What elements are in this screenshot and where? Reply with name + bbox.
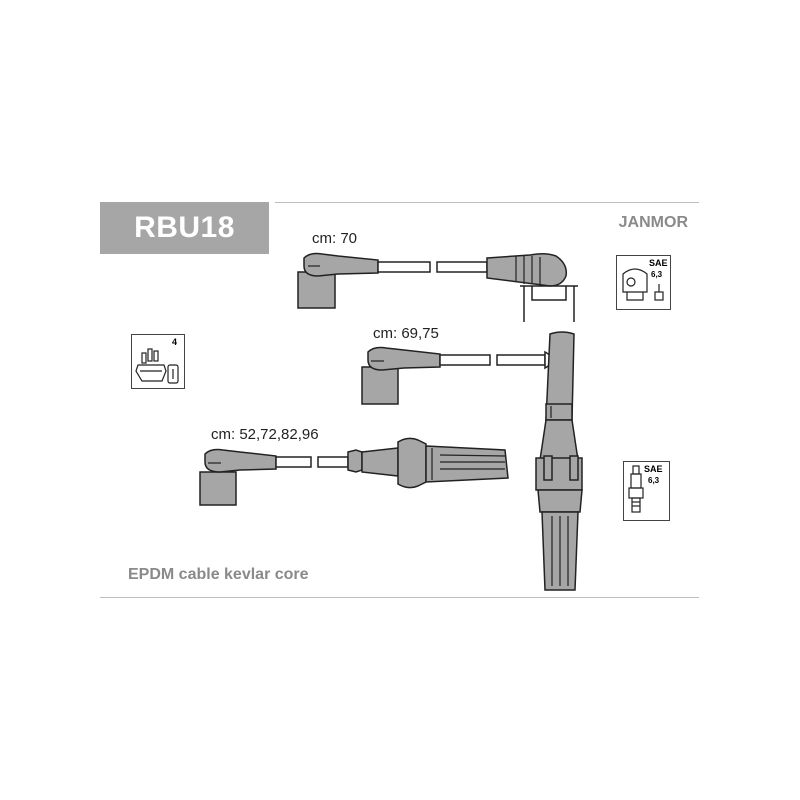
cable-1-wire-b bbox=[436, 261, 488, 273]
cable-3-wire-b bbox=[317, 456, 349, 468]
cable-2-boot-left-head bbox=[367, 346, 441, 371]
cable-3-plug-body bbox=[425, 445, 509, 483]
coil-icon-panel: SAE 6,3 bbox=[616, 255, 671, 310]
cable-3-plug-shaft bbox=[361, 447, 399, 477]
distributor-icon-panel: 4 bbox=[131, 334, 185, 389]
cable-2 bbox=[361, 331, 583, 591]
bottom-rule bbox=[100, 597, 699, 598]
cable-1-boot-left-head bbox=[303, 252, 379, 277]
distributor-spec: 4 bbox=[172, 337, 178, 347]
cable-3-plug-collar bbox=[397, 437, 427, 489]
cable-1-wire-a bbox=[377, 261, 431, 273]
distributor-cap-icon bbox=[135, 348, 179, 384]
cable-3-length: cm: 52,72,82,96 bbox=[211, 426, 319, 443]
cable-1-boot-right bbox=[486, 252, 568, 287]
spark-plug-icon bbox=[628, 465, 644, 513]
cable-1-terminal-clip bbox=[520, 285, 578, 322]
top-rule bbox=[275, 202, 699, 203]
spark-plug-icon-panel: SAE 6,3 bbox=[623, 461, 670, 521]
coil-spec: 6,3 bbox=[651, 270, 663, 279]
cable-2-length: cm: 69,75 bbox=[373, 325, 439, 342]
cable-2-wire-b bbox=[496, 354, 546, 366]
coil-terminal-icon bbox=[622, 268, 664, 301]
spark-plug-spec: 6,3 bbox=[648, 476, 660, 485]
cable-1-length: cm: 70 bbox=[312, 230, 358, 247]
cable-1 bbox=[297, 252, 578, 322]
cable-2-wire-a bbox=[439, 354, 491, 366]
spark-plug-standard: SAE bbox=[644, 464, 663, 474]
cable-1-boot-left-body bbox=[297, 271, 336, 309]
brand-name: JANMOR bbox=[618, 214, 688, 231]
coil-standard: SAE bbox=[649, 258, 668, 268]
cable-3-plug-neck bbox=[347, 449, 363, 473]
cable-3-boot-left-body bbox=[199, 471, 237, 506]
cable-3 bbox=[199, 437, 509, 506]
cable-2-plug-boot-middle bbox=[539, 419, 579, 461]
cable-2-boot-left-body bbox=[361, 366, 399, 405]
product-code: RBU18 bbox=[100, 202, 269, 254]
cable-2-plug-band bbox=[545, 403, 573, 421]
cable-material-note: EPDM cable kevlar core bbox=[128, 566, 309, 583]
cable-2-plug-shoulder bbox=[537, 489, 583, 513]
cable-3-boot-left-head bbox=[204, 448, 277, 473]
cable-3-wire-a bbox=[275, 456, 312, 468]
